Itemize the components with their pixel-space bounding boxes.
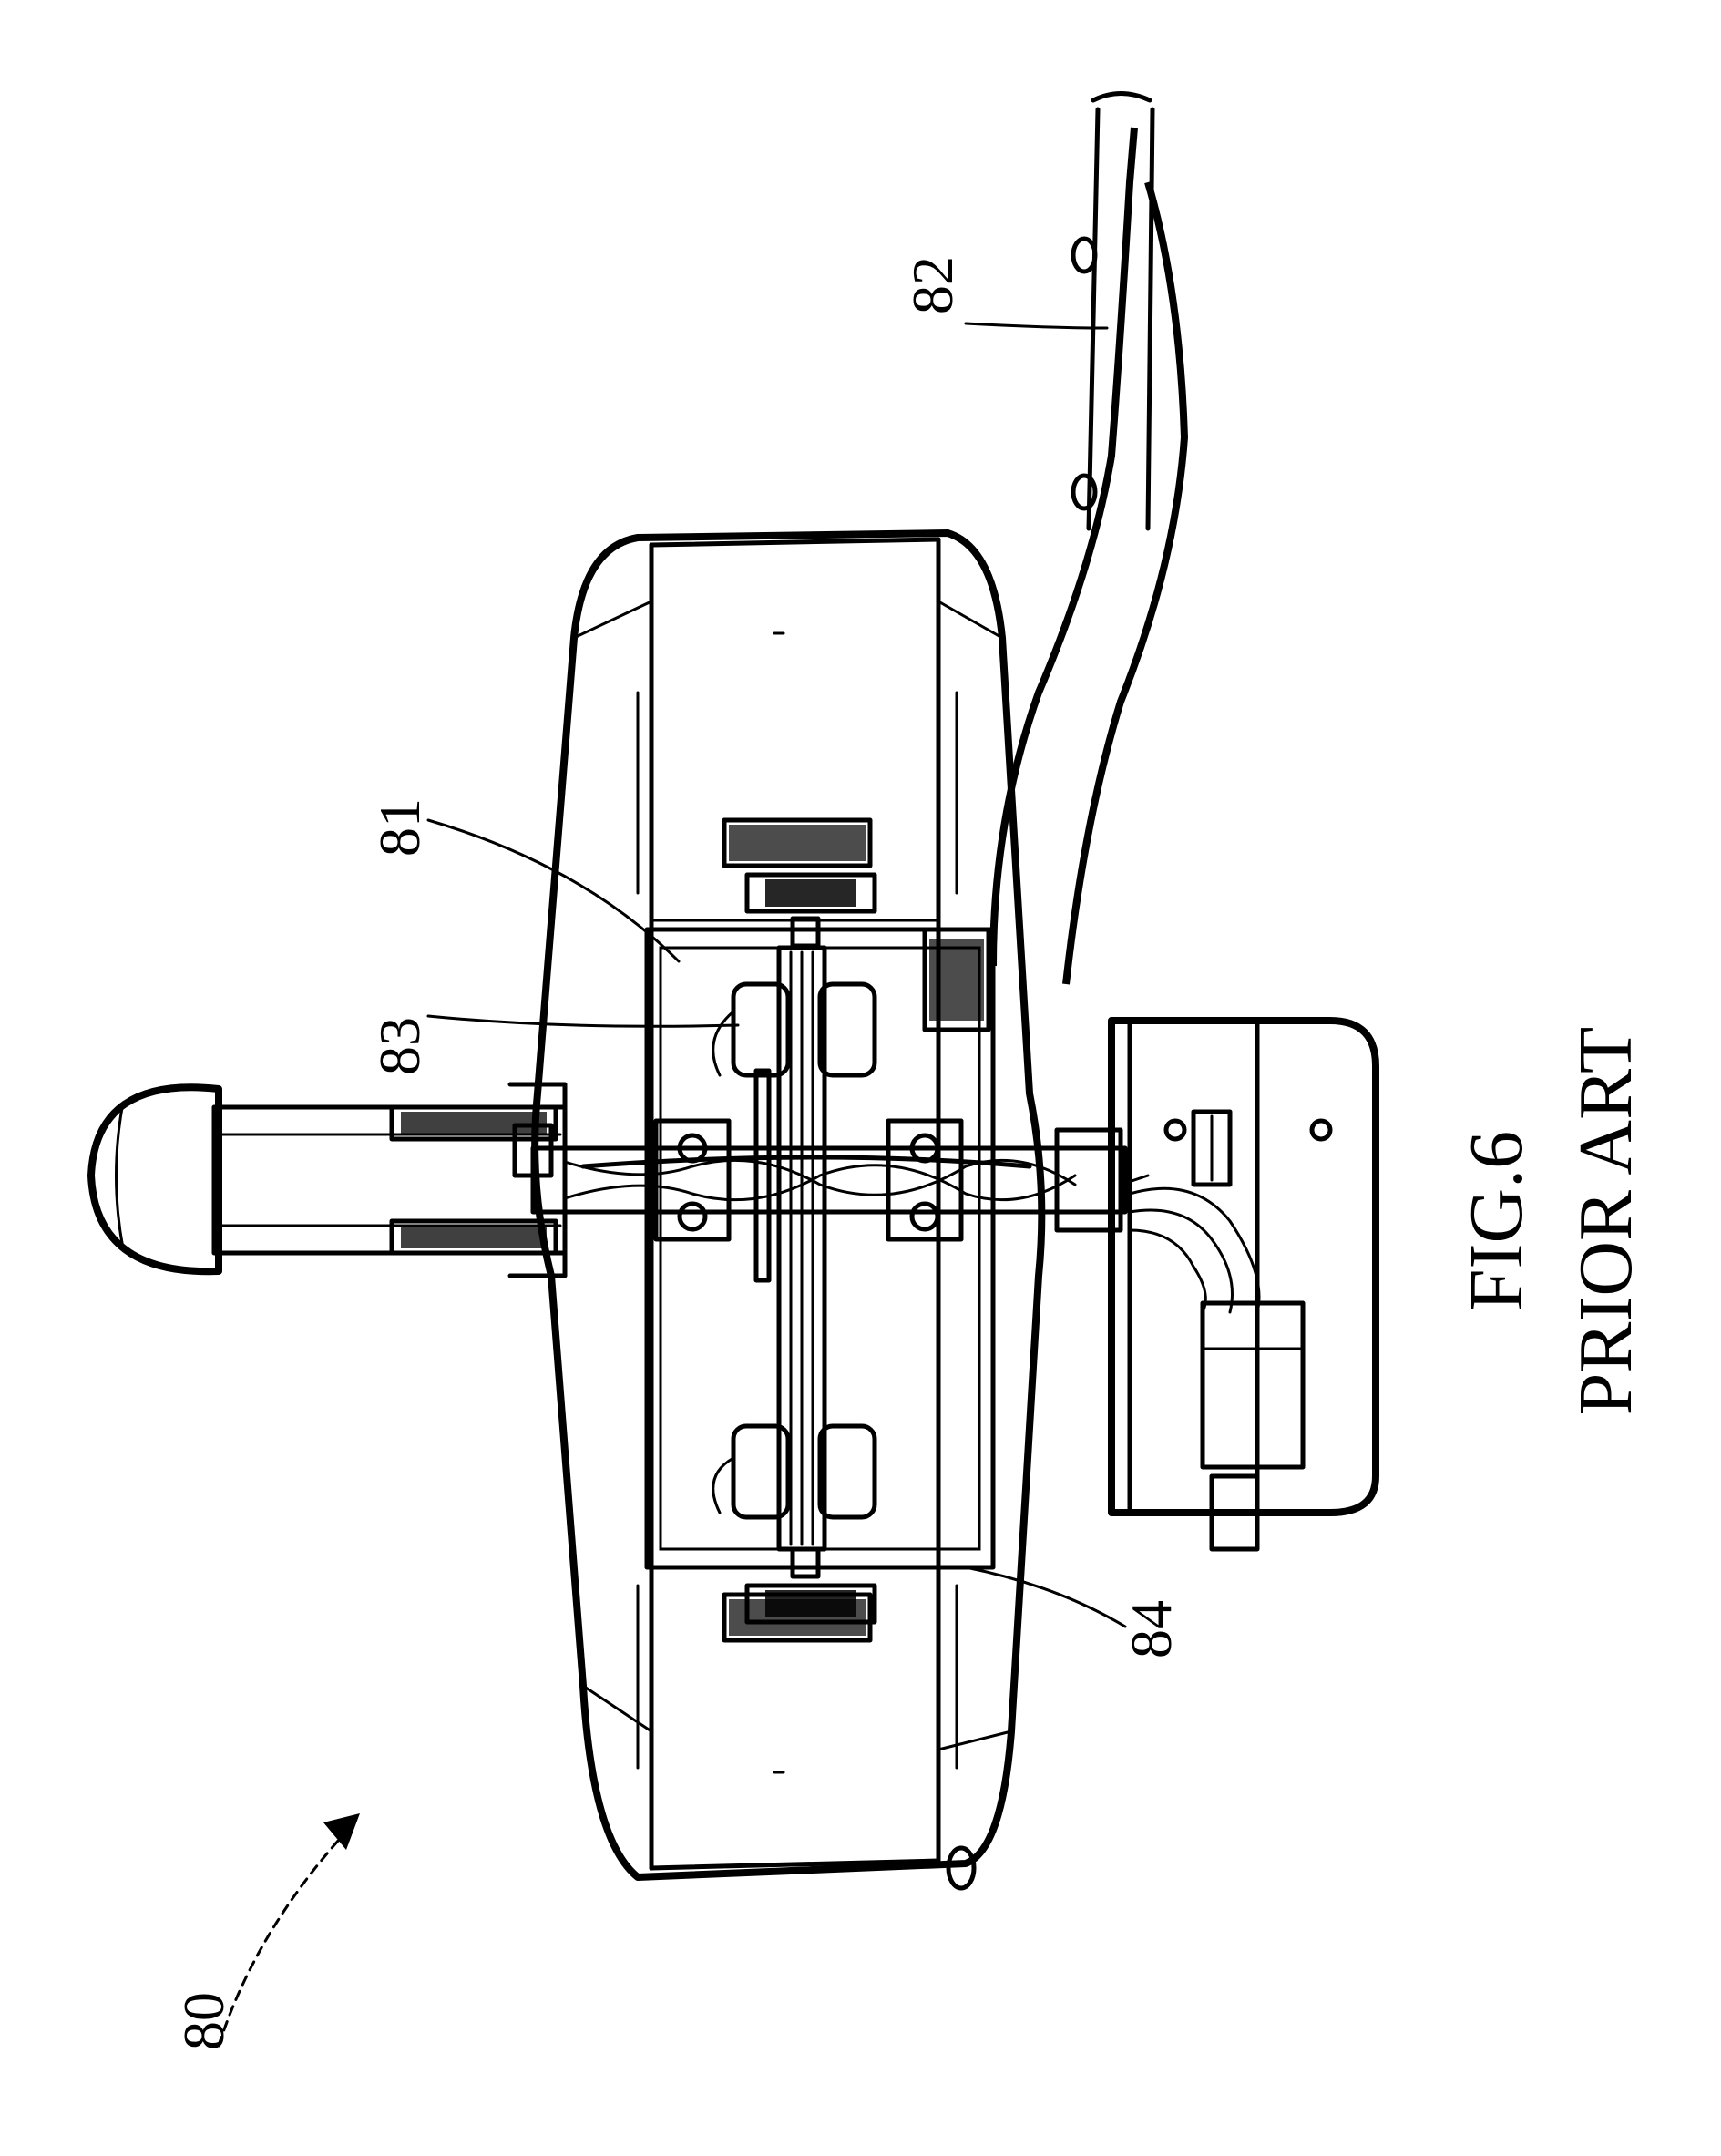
ref-80: 80	[171, 1992, 236, 2050]
leader-84	[964, 1566, 1127, 1628]
control-box	[1108, 1017, 1379, 1552]
reference-labels: 80 81 82 83 84	[171, 256, 1183, 2050]
ref-82: 82	[900, 256, 965, 314]
leader-82	[964, 322, 1109, 330]
arrow-80	[323, 1813, 360, 1850]
ref-84: 84	[1119, 1600, 1183, 1658]
leader-80	[217, 1830, 348, 2048]
leader-lines	[217, 322, 1127, 2048]
leader-83	[426, 1014, 740, 1028]
rotor-coil	[712, 945, 877, 1552]
shaft-assembly	[530, 1118, 1128, 1242]
ref-81: 81	[367, 798, 432, 857]
caption-prior-art: PRIOR ART	[1563, 1027, 1648, 1416]
hatched-rings	[722, 817, 991, 1643]
mounting-post	[87, 1082, 568, 1278]
caption-fig: FIG.6	[1454, 1131, 1539, 1311]
figure-caption: FIG.6 PRIOR ART	[1454, 1027, 1648, 1416]
leader-81	[426, 818, 681, 963]
arm-pipe	[989, 91, 1188, 985]
ref-83: 83	[367, 1017, 432, 1075]
